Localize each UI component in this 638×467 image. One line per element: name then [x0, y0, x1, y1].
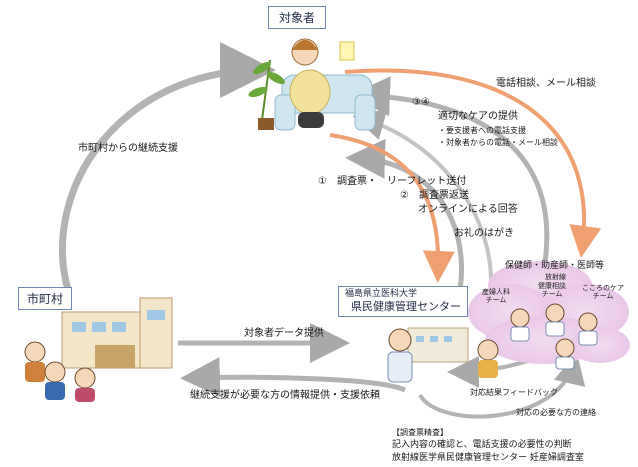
arrow-survey-sent [329, 133, 455, 283]
team-obgyn-label: 産婦人科 チーム [482, 288, 510, 305]
municipality-box: 市町村 [18, 287, 73, 310]
municipality-label: 市町村 [27, 292, 64, 306]
arrow-phone-mail [344, 68, 602, 258]
center-line1: 福島県立医科大学 [345, 289, 418, 299]
arrow-care-provision [350, 76, 550, 263]
footer-tag: 【調査票精査】 [392, 428, 448, 437]
step2b-label: オンラインによる回答 [418, 204, 518, 215]
center-line2: 県民健康管理センター [351, 300, 461, 314]
care-title-label: 適切なケアの提供 [438, 111, 518, 122]
footer-line2: 放射線医学県民健康管理センター 妊産婦調査室 [392, 453, 584, 463]
team-radiation-label: 放射線 [545, 273, 566, 281]
care-item1-label: ・要支援者への電話支援 [438, 126, 526, 135]
continuing-support-label: 市町村からの継続支援 [78, 143, 178, 154]
team-bubble [468, 261, 630, 364]
arrow-online-reply [352, 108, 494, 301]
arrow-contact [418, 352, 586, 419]
data-provision-label: 対象者データ提供 [244, 328, 324, 339]
thanks-label: お礼のはがき [454, 228, 514, 239]
arrow-return-to-person [345, 138, 464, 291]
municipality-illustration [24, 297, 173, 402]
person-on-sofa-illustration [248, 38, 376, 131]
arrow-continuing-support [59, 42, 276, 291]
care-number-label: ③④ [412, 97, 430, 108]
center-box: 福島県立医科大学 県民健康管理センター [338, 286, 468, 317]
info-provision-label: 継続支援が必要な方の情報提供・支援依頼 [190, 390, 380, 401]
contact-label: 対応の必要な方の連絡 [516, 408, 596, 417]
team-health-label: 健康相談 チーム [538, 282, 566, 299]
team-heading: 保健師・助産師・医師等 [505, 261, 605, 271]
team-mental-label: こころのケア チーム [582, 284, 624, 301]
title-box: 対象者 [268, 6, 327, 29]
phone-mail-label: 電話相談、メール相談 [496, 78, 596, 89]
step1-label: ① 調査票・ リーフレット送付 [318, 176, 467, 187]
title-label: 対象者 [279, 11, 316, 25]
care-item2-label: ・対象者からの電話・メール相談 [438, 138, 558, 147]
footer-line1: 記入内容の確認と、電話支援の必要性の判断 [392, 440, 572, 450]
arrow-info-provision [180, 357, 407, 398]
feedback-label: 対応結果フィードバック [470, 388, 558, 397]
step2-label: ② 調査票返送 [400, 190, 469, 201]
center-illustration [387, 327, 499, 383]
team-staff-illustration [510, 303, 598, 370]
